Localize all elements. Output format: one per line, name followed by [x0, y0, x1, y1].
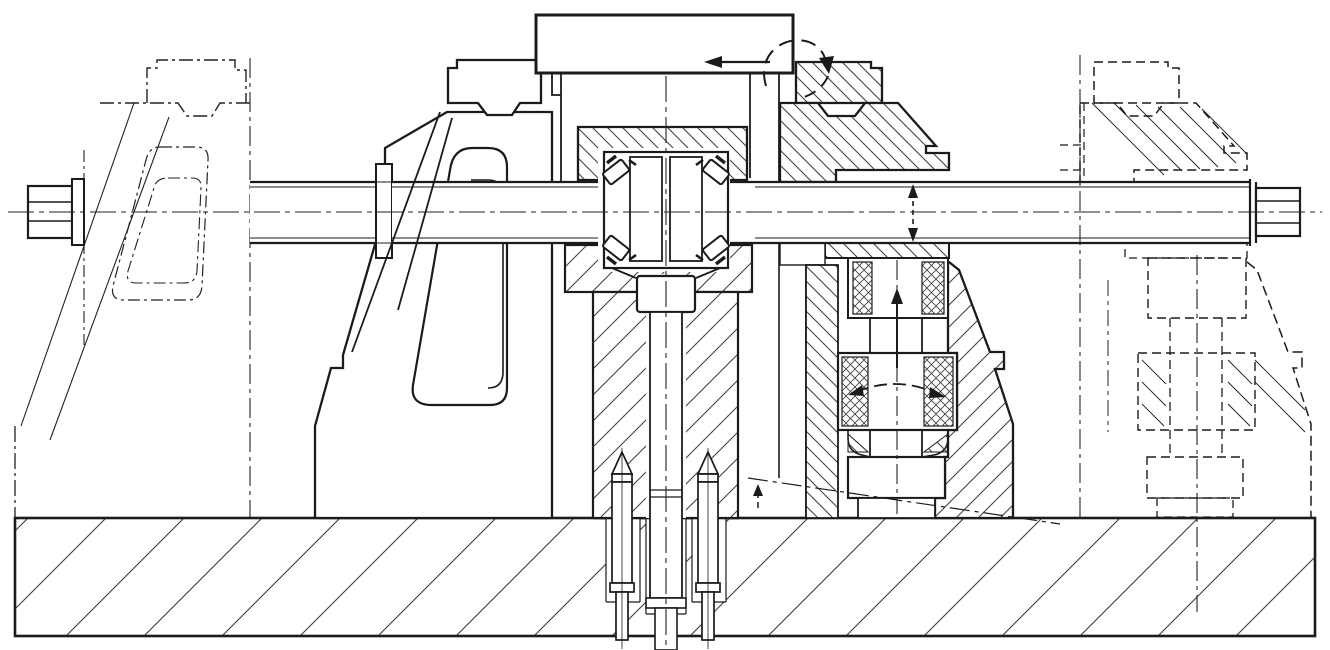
left-support: [313, 110, 554, 520]
right-vblock: [778, 60, 951, 519]
phantom-body-right: [1079, 102, 1248, 183]
screw-swing-arc-arrow: [848, 383, 946, 398]
slide-direction-arrow: [704, 56, 770, 68]
phantom-cap-right: [1093, 61, 1180, 104]
far-right-phantom: [1060, 61, 1312, 519]
phantom-cutout-outer: [111, 146, 209, 301]
phantom-boss: [1156, 497, 1234, 518]
left-phantom-support: [14, 58, 251, 517]
phantom-pad: [1124, 242, 1248, 259]
top-slide: [534, 13, 795, 75]
phantom-vnotch: [100, 102, 250, 117]
phantom-cutout-inner: [126, 177, 202, 284]
phantom-leg-a: [20, 102, 135, 427]
left-vblock-ear: [446, 58, 543, 117]
phantom-head: [1146, 456, 1244, 499]
bearing-inner-sleeve-left: [629, 156, 663, 262]
centerlines: [8, 55, 1322, 649]
phantom-right-bracket: [1233, 261, 1312, 519]
rotation-arrow: [763, 39, 834, 99]
swing-small-arrow: [753, 484, 763, 508]
bearing-inner-sleeve-right: [669, 156, 703, 262]
annotations: [704, 39, 1061, 525]
screw-bell: [847, 430, 949, 458]
screw-lift-arrow: [891, 288, 903, 368]
left-support-gussets: [351, 111, 453, 353]
swing-axis-line: [747, 477, 1061, 525]
bearing-seals: [605, 154, 727, 266]
bearing: [598, 148, 730, 279]
phantom-plateau: [146, 59, 247, 103]
shaft-collar: [375, 163, 393, 259]
clamp-grip-arrow: [908, 184, 918, 242]
phantom-leg-b: [49, 116, 170, 441]
right-ledge: [779, 242, 826, 266]
guide-pins: [609, 448, 721, 649]
bearing-rollers: [602, 158, 730, 262]
